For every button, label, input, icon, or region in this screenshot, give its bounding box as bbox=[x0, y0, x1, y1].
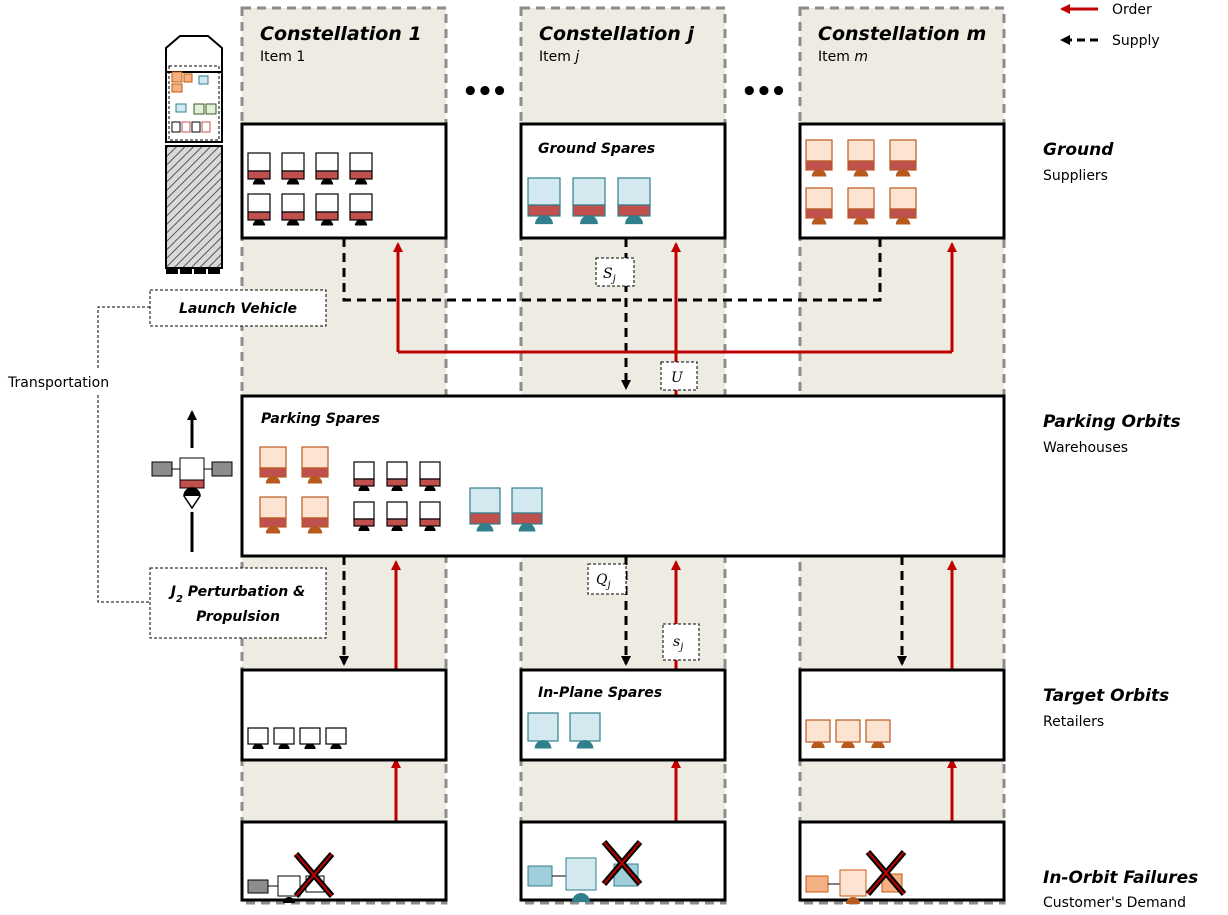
spare-satellite-icon bbox=[527, 712, 559, 749]
spare-satellite-icon bbox=[419, 501, 441, 532]
launch-vehicle-icon bbox=[165, 35, 223, 274]
in-plane-spares-label: In-Plane Spares bbox=[538, 685, 662, 701]
parking-spares-label: Parking Spares bbox=[261, 411, 380, 427]
legend-order-label: Order bbox=[1112, 2, 1152, 18]
spare-satellite-icon bbox=[281, 193, 305, 226]
target-box-m bbox=[798, 668, 1006, 762]
spare-satellite-icon bbox=[325, 727, 347, 750]
var-Qj-box bbox=[587, 563, 627, 595]
spare-satellite-icon bbox=[511, 487, 543, 532]
spare-satellite-icon bbox=[247, 193, 271, 226]
column-item-1: Item 1 bbox=[260, 49, 305, 65]
tier-subtitle-failures: Customer's Demand bbox=[1043, 895, 1186, 911]
spare-satellite-icon bbox=[805, 187, 833, 225]
spare-satellite-icon bbox=[847, 187, 875, 225]
spare-satellite-icon bbox=[865, 719, 891, 749]
spare-satellite-icon bbox=[353, 461, 375, 492]
spare-satellite-icon bbox=[259, 446, 287, 484]
spare-satellite-icon bbox=[273, 727, 295, 750]
column-title-1: Constellation 1 bbox=[260, 23, 422, 45]
column-title-m: Constellation m bbox=[818, 23, 986, 45]
tier-title-target: Target Orbits bbox=[1043, 686, 1169, 706]
spare-satellite-icon bbox=[572, 177, 606, 225]
launch-vehicle-label: Launch Vehicle bbox=[179, 301, 297, 317]
transportation-label-bg bbox=[2, 369, 152, 393]
var-Sj: Sj bbox=[603, 266, 616, 285]
var-Sj-box bbox=[595, 257, 635, 287]
spare-satellite-icon bbox=[315, 193, 339, 226]
var-sj-box bbox=[662, 623, 700, 661]
spare-satellite-icon bbox=[301, 446, 329, 484]
launch-vehicle-label-box bbox=[149, 289, 327, 327]
ellipsis-right: ••• bbox=[741, 77, 785, 107]
spare-satellite-icon bbox=[259, 496, 287, 534]
spare-satellites bbox=[247, 139, 917, 750]
var-Qj: Qj bbox=[596, 572, 611, 591]
spare-satellite-icon bbox=[315, 152, 339, 185]
tier-subtitle-target: Retailers bbox=[1043, 714, 1104, 730]
spare-satellite-icon bbox=[835, 719, 861, 749]
spare-satellite-icon bbox=[889, 139, 917, 177]
transportation-connector bbox=[97, 306, 150, 603]
failed-satellite-m bbox=[805, 850, 907, 904]
failed-satellite-1 bbox=[247, 852, 335, 903]
spare-satellite-icon bbox=[617, 177, 651, 225]
spare-satellite-icon bbox=[349, 193, 373, 226]
target-box-1 bbox=[240, 668, 448, 762]
tier-subtitle-ground: Suppliers bbox=[1043, 168, 1108, 184]
satellite-transfer-icon bbox=[151, 410, 233, 552]
legend-supply-label: Supply bbox=[1112, 33, 1160, 49]
spare-satellite-icon bbox=[301, 496, 329, 534]
spare-satellite-icon bbox=[353, 501, 375, 532]
column-title-j: Constellation j bbox=[539, 23, 694, 45]
tier-subtitle-parking: Warehouses bbox=[1043, 440, 1128, 456]
var-U-box bbox=[660, 361, 698, 391]
tier-title-parking: Parking Orbits bbox=[1043, 412, 1181, 432]
spare-satellite-icon bbox=[247, 727, 269, 750]
spare-satellite-icon bbox=[469, 487, 501, 532]
failure-box-1 bbox=[240, 820, 448, 902]
supply-lines-ground-to-parking bbox=[342, 238, 882, 390]
column-item-j: Item j bbox=[539, 49, 579, 65]
spare-satellite-icon bbox=[805, 719, 831, 749]
spare-satellite-icon bbox=[281, 152, 305, 185]
spare-satellite-icon bbox=[299, 727, 321, 750]
ground-box-1 bbox=[240, 122, 448, 240]
spare-satellite-icon bbox=[386, 461, 408, 492]
order-lines-failure-to-target bbox=[391, 758, 957, 822]
j2-label-line1: J2 Perturbation & bbox=[168, 584, 306, 605]
var-sj: sj bbox=[673, 634, 683, 653]
failed-satellite-j bbox=[527, 840, 643, 902]
spare-satellite-icon bbox=[419, 461, 441, 492]
order-lines-parking-to-ground bbox=[393, 242, 957, 396]
spare-satellite-icon bbox=[805, 139, 833, 177]
column-item-m: Item m bbox=[818, 49, 868, 65]
transportation-label: Transportation bbox=[7, 375, 109, 391]
spare-satellite-icon bbox=[889, 187, 917, 225]
spare-satellite-icon bbox=[527, 177, 561, 225]
tier-title-ground: Ground bbox=[1043, 140, 1114, 160]
j2-label-box bbox=[149, 567, 327, 639]
ground-spares-label: Ground Spares bbox=[538, 141, 655, 157]
spare-satellite-icon bbox=[247, 152, 271, 185]
var-U: U bbox=[671, 370, 684, 386]
tier-title-failures: In-Orbit Failures bbox=[1043, 868, 1198, 888]
spare-satellite-icon bbox=[386, 501, 408, 532]
spare-satellite-icon bbox=[847, 139, 875, 177]
spare-satellite-icon bbox=[349, 152, 373, 185]
ellipsis-left: ••• bbox=[462, 77, 506, 107]
j2-label-line2: Propulsion bbox=[196, 609, 280, 625]
spare-satellite-icon bbox=[569, 712, 601, 749]
legend: Order Supply bbox=[1060, 2, 1160, 49]
